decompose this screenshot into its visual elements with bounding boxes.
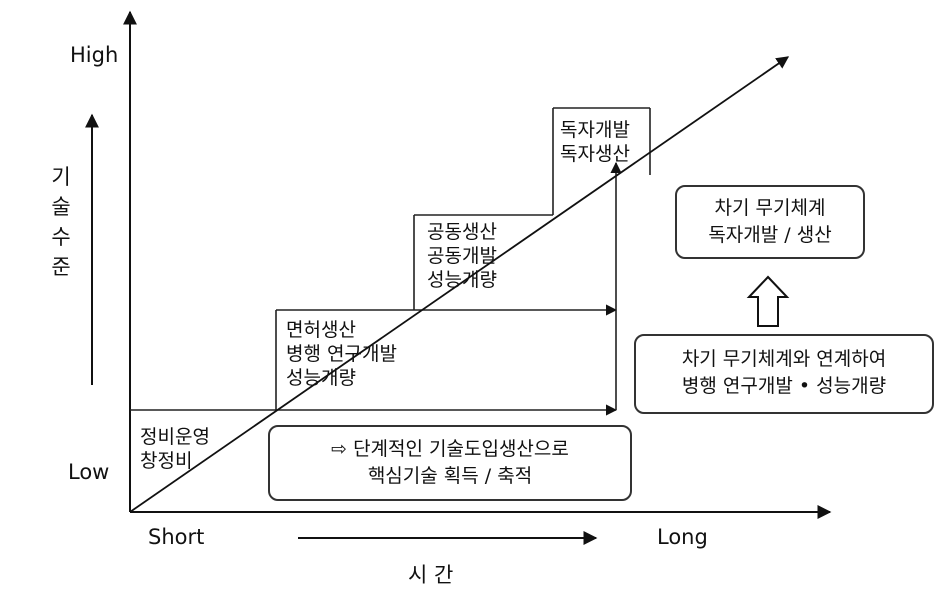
callout-right-top: 차기 무기체계 독자개발 / 생산 [675, 185, 865, 259]
y-title-char: 수 [51, 225, 71, 249]
y-low-label: Low [68, 460, 110, 484]
y-title-char: 준 [51, 255, 71, 279]
step-2-label: 면허생산 병행 연구개발 성능개량 [286, 319, 397, 389]
y-high-label: High [70, 43, 119, 67]
y-title-char: 술 [51, 195, 71, 219]
step-1-label: 정비운영 창정비 [140, 426, 210, 472]
hollow-up-arrow [746, 275, 790, 327]
step-3-label: 공동생산 공동개발 성능개량 [427, 221, 497, 291]
y-axis-title: 기 술 수 준 [48, 162, 74, 282]
x-short-label: Short [148, 525, 205, 549]
callout-bottom: ⇨ 단계적인 기술도입생산으로 핵심기술 획득 / 축적 [268, 425, 632, 501]
progress-diagonal-arrow [129, 56, 790, 513]
step-4-label: 독자개발 독자생산 [560, 119, 630, 165]
x-axis-title: 시 간 [408, 563, 454, 587]
x-long-label: Long [657, 525, 708, 549]
callout-right-bottom: 차기 무기체계와 연계하여 병행 연구개발 • 성능개량 [634, 334, 934, 414]
y-title-char: 기 [51, 165, 71, 189]
